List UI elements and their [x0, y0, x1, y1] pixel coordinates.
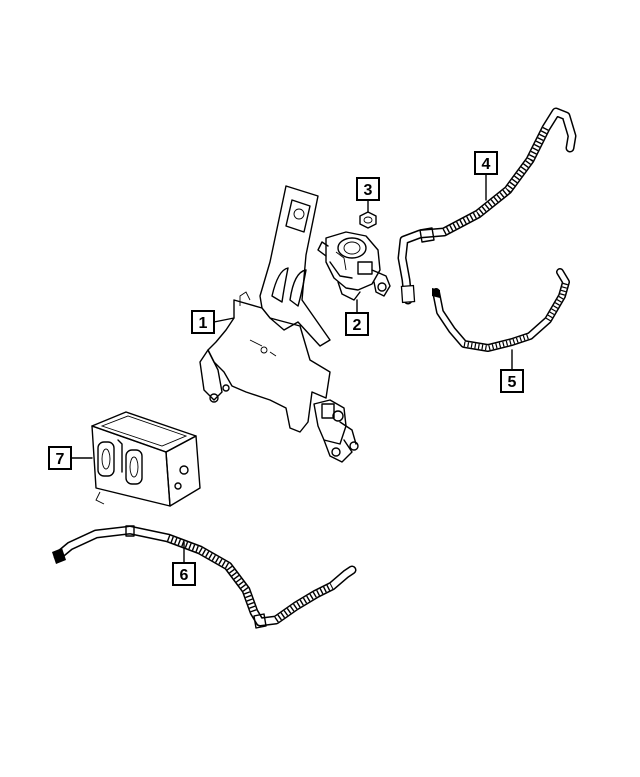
- callout-2: 2: [345, 312, 369, 336]
- callout-6: 6: [172, 562, 196, 586]
- valve-part: [317, 231, 391, 313]
- callout-5: 5: [500, 369, 524, 393]
- callout-5-label: 5: [508, 374, 517, 391]
- canister-part: [71, 411, 201, 507]
- callout-3-label: 3: [364, 182, 373, 199]
- callout-4-label: 4: [482, 156, 491, 173]
- bracket-part: [199, 185, 359, 463]
- hose-6-part: [52, 525, 357, 629]
- hose-5-part: [432, 268, 570, 371]
- callout-4: 4: [474, 151, 498, 175]
- callout-1-label: 1: [199, 315, 208, 332]
- callout-6-label: 6: [180, 567, 189, 584]
- hose-4-part: [397, 107, 577, 305]
- callout-7: 7: [48, 446, 72, 470]
- callout-3: 3: [356, 177, 380, 201]
- nut-part: [359, 199, 377, 229]
- callout-7-label: 7: [56, 451, 65, 468]
- callout-2-label: 2: [353, 317, 362, 334]
- callout-1: 1: [191, 310, 215, 334]
